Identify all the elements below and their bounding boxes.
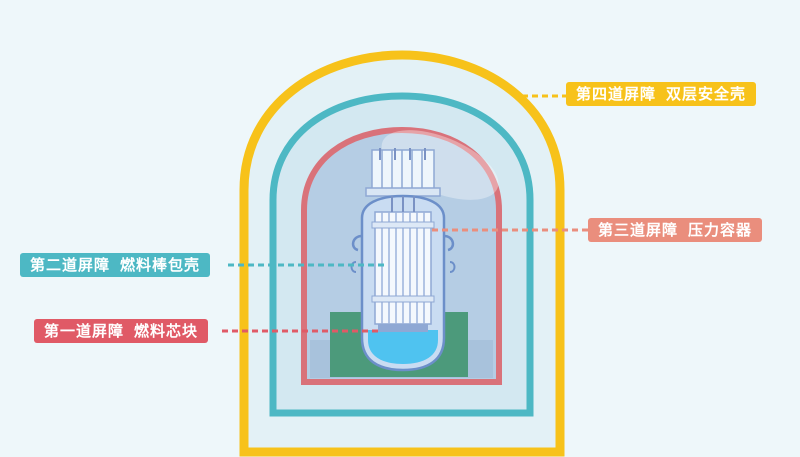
label-barrier1-name: 第一道屏障 — [44, 322, 125, 340]
label-barrier1: 第一道屏障燃料芯块 — [34, 319, 209, 343]
label-barrier3-desc: 压力容器 — [688, 221, 753, 239]
label-barrier2-name: 第二道屏障 — [30, 256, 111, 274]
label-barrier3-name: 第三道屏障 — [598, 221, 679, 239]
label-barrier2-desc: 燃料棒包壳 — [120, 256, 201, 274]
fuel-assembly — [371, 196, 435, 332]
glass-highlight — [381, 130, 499, 200]
control-rod-drive — [365, 148, 441, 197]
label-barrier4: 第四道屏障双层安全壳 — [566, 82, 757, 106]
label-barrier4-desc: 双层安全壳 — [666, 85, 747, 103]
label-barrier1-desc: 燃料芯块 — [134, 322, 199, 340]
label-barrier4-name: 第四道屏障 — [576, 85, 657, 103]
coolant-pool — [368, 330, 438, 364]
label-barrier3: 第三道屏障压力容器 — [588, 218, 763, 242]
label-barrier2: 第二道屏障燃料棒包壳 — [20, 253, 211, 277]
